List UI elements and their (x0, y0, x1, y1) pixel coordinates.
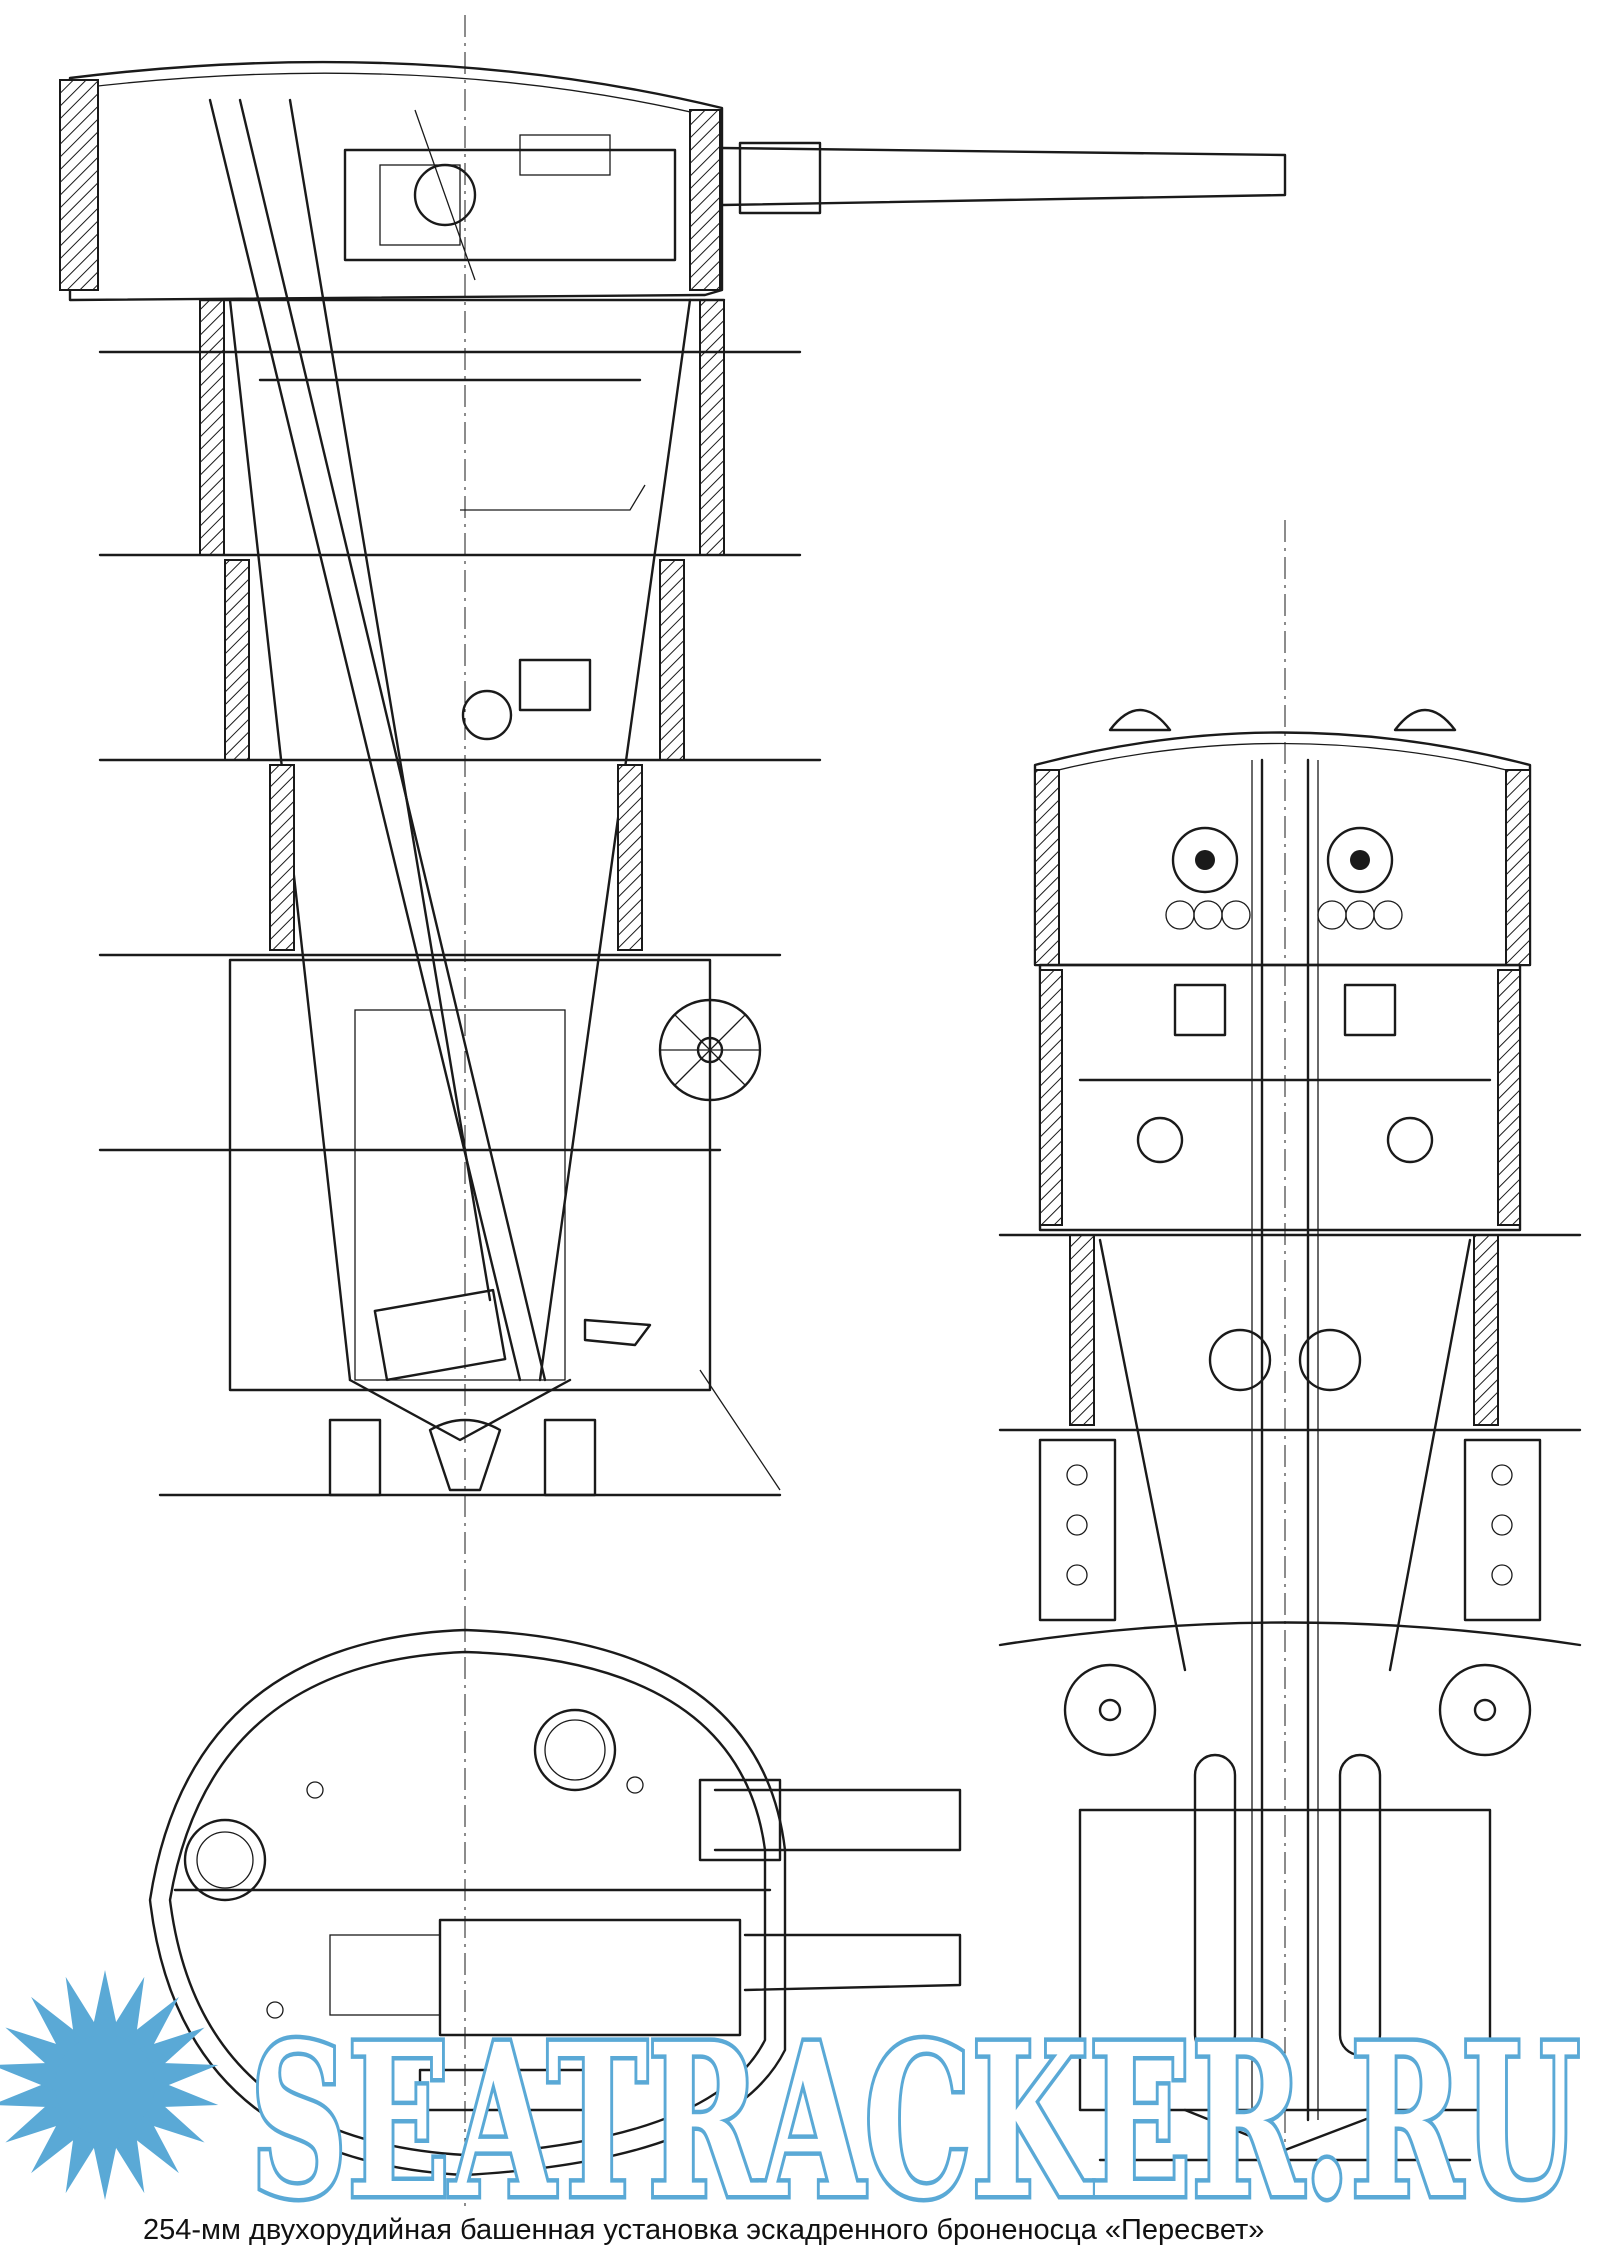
plan-view (148, 1620, 962, 2210)
front-section-view (998, 520, 1582, 2162)
sunburst-icon (0, 1970, 219, 2200)
watermark-text: SEATRACKER.RU (250, 1998, 1580, 2245)
figure-caption: 254-мм двухорудийная башенная установка … (143, 2214, 1265, 2246)
side-section-view (59, 15, 1287, 1620)
